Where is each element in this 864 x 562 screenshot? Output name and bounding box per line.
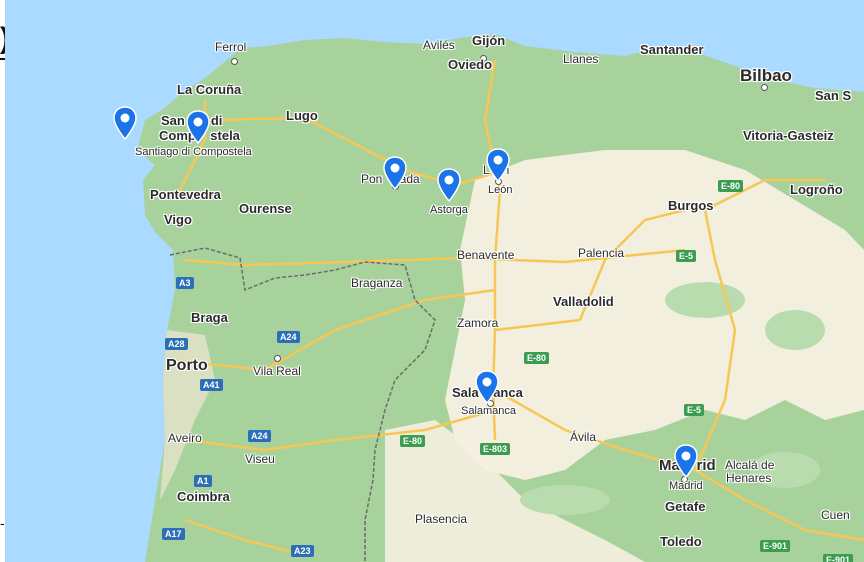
road-shield-a23: A23 bbox=[291, 545, 314, 557]
location-pin-icon[interactable] bbox=[474, 370, 500, 404]
city-label-pontevedra: Pontevedra bbox=[150, 187, 221, 202]
forest-patch bbox=[750, 452, 820, 488]
city-label-coimbra: Coimbra bbox=[177, 489, 230, 504]
city-label-braga: Braga bbox=[191, 310, 228, 325]
city-label-benavente: Benavente bbox=[457, 248, 515, 262]
plateau-area-south bbox=[385, 420, 645, 562]
city-label-ferrol: Ferrol bbox=[215, 40, 247, 54]
location-pin-icon[interactable] bbox=[112, 106, 138, 140]
road-shield-e5: E-5 bbox=[684, 404, 705, 416]
location-pin-icon[interactable] bbox=[485, 148, 511, 182]
road-shield-e80: E-80 bbox=[718, 180, 744, 192]
city-dot bbox=[480, 55, 487, 62]
location-pin-icon[interactable] bbox=[185, 110, 211, 144]
city-label-vitoria: Vitoria-Gasteiz bbox=[743, 128, 834, 143]
location-pin-icon[interactable] bbox=[673, 444, 699, 478]
city-label-palencia: Palencia bbox=[578, 246, 625, 260]
road-shield-e901: E-901 bbox=[823, 554, 854, 562]
plateau-area bbox=[445, 150, 864, 480]
city-sublabel-leon: León bbox=[488, 184, 513, 196]
city-label-braganza: Braganza bbox=[351, 276, 403, 290]
road-shield-e80: E-80 bbox=[524, 352, 550, 364]
city-label-aviles: Avilés bbox=[423, 38, 455, 52]
city-sublabel-madrid: Madrid bbox=[669, 480, 703, 492]
road-shield-a41: A41 bbox=[200, 379, 223, 391]
city-label-alcala-1: Alcalá de bbox=[725, 458, 775, 472]
city-label-aveiro: Aveiro bbox=[168, 431, 202, 445]
forest-patch bbox=[520, 485, 610, 515]
city-label-astorga: Astorga bbox=[430, 204, 468, 216]
city-dot bbox=[761, 84, 768, 91]
road-shield-a24: A24 bbox=[248, 430, 271, 442]
city-label-burgos: Burgos bbox=[668, 198, 714, 213]
road-shield-e80: E-80 bbox=[400, 435, 426, 447]
city-label-la-coruna: La Coruña bbox=[177, 82, 242, 97]
map-canvas[interactable]: Ferrol Avilés Gijón Oviedo Llanes Santan… bbox=[5, 0, 864, 562]
city-label-getafe: Getafe bbox=[665, 499, 706, 514]
city-label-logrono: Logroño bbox=[790, 182, 843, 197]
city-dot bbox=[231, 58, 238, 65]
location-pin-icon[interactable] bbox=[436, 168, 462, 202]
city-label-vila-real: Vila Real bbox=[253, 364, 301, 378]
coastal-urban bbox=[160, 330, 215, 500]
city-label-salamanca: Sala anca bbox=[452, 385, 523, 400]
city-label-santander: Santander bbox=[640, 42, 704, 57]
city-label-cuenca: Cuen bbox=[821, 508, 850, 522]
city-label-avila: Ávila bbox=[570, 430, 597, 444]
page-left-strip bbox=[0, 0, 5, 562]
city-sublabel-santiago: Santiago di Compostela bbox=[135, 146, 252, 158]
country-border bbox=[169, 247, 436, 562]
road-shield-a28: A28 bbox=[165, 338, 188, 350]
city-label-gijon: Gijón bbox=[472, 33, 506, 48]
city-label-plasencia: Plasencia bbox=[415, 512, 468, 526]
city-label-zamora: Zamora bbox=[457, 316, 499, 330]
road-shield-e901: E-901 bbox=[760, 540, 791, 552]
forest-patch bbox=[665, 282, 745, 318]
city-label-alcala-2: Henares bbox=[726, 471, 772, 485]
city-dot bbox=[681, 476, 688, 483]
city-label-san-sebastian: San S bbox=[815, 88, 852, 103]
road-shield-a1: A1 bbox=[194, 475, 212, 487]
city-label-vigo: Vigo bbox=[164, 212, 192, 227]
city-label-madrid: Ma rid bbox=[659, 457, 716, 474]
city-label-toledo: Toledo bbox=[660, 534, 702, 549]
forest-patch bbox=[765, 310, 825, 350]
city-label-viseu: Viseu bbox=[245, 452, 275, 466]
city-sublabel-salamanca: Salamanca bbox=[461, 405, 517, 417]
road-shield-a24: A24 bbox=[277, 331, 300, 343]
location-pin-icon[interactable] bbox=[382, 156, 408, 190]
map-base-layer bbox=[5, 0, 864, 562]
cropped-bottom-glyph: - bbox=[0, 515, 5, 531]
road-shield-e803: E-803 bbox=[480, 443, 511, 455]
road-shield-a17: A17 bbox=[162, 528, 185, 540]
city-label-llanes: Llanes bbox=[563, 52, 599, 66]
road-shield-a3: A3 bbox=[176, 277, 194, 289]
city-label-porto: Porto bbox=[166, 357, 208, 374]
city-label-lugo: Lugo bbox=[286, 108, 318, 123]
city-label-santiago-2: Comp stela bbox=[159, 128, 240, 143]
road-shield-e5: E-5 bbox=[676, 250, 697, 262]
city-label-oviedo: Oviedo bbox=[448, 57, 493, 72]
city-label-ourense: Ourense bbox=[239, 201, 292, 216]
city-label-bilbao: Bilbao bbox=[740, 66, 792, 85]
city-label-valladolid: Valladolid bbox=[553, 294, 614, 309]
city-dot bbox=[274, 355, 281, 362]
